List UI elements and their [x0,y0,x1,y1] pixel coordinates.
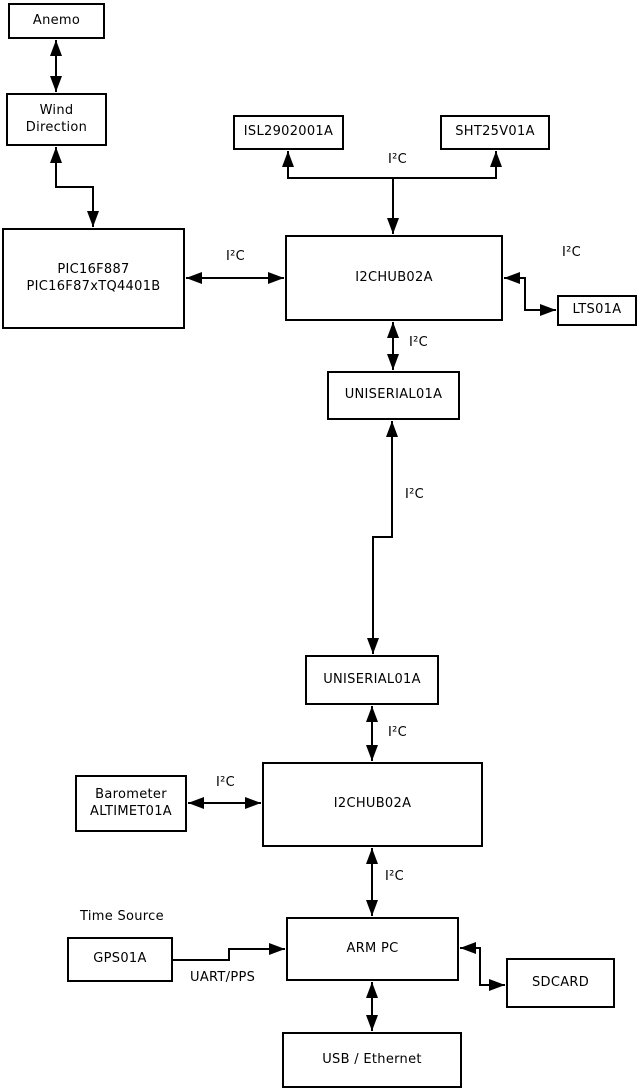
label-uart-pps: UART/PPS [190,970,256,985]
label-i2c-barometer: I²C [216,775,236,790]
box-anemo: Anemo [8,3,105,39]
label-i2c-hub1-uniserial: I²C [409,335,429,350]
box-sht25v01a: SHT25V01A [440,115,550,150]
box-isl2902001a: ISL2902001A [233,115,344,150]
box-pic-controller: PIC16F887 PIC16F87xTQ4401B [2,228,185,329]
box-sdcard: SDCARD [506,958,615,1008]
label-i2c-uniserial-hub2: I²C [388,725,408,740]
box-i2chub02a-1: I2CHUB02A [285,235,503,321]
connector-uniserial1-uniserial2 [367,421,398,654]
connector-hub1-lts01a [504,272,556,316]
label-time-source: Time Source [80,909,164,924]
box-arm-pc: ARM PC [286,917,459,981]
box-barometer: Barometer ALTIMET01A [75,775,187,832]
box-usb-ethernet: USB / Ethernet [282,1032,462,1088]
box-uniserial01a-1: UNISERIAL01A [327,371,460,420]
box-wind-direction: Wind Direction [6,93,107,146]
label-i2c-sensors: I²C [388,152,408,167]
box-gps01a: GPS01A [67,937,173,982]
connector-armpc-sdcard [460,942,505,991]
box-lts01a: LTS01A [557,295,637,326]
label-i2c-hub1-lts: I²C [562,245,582,260]
box-i2chub02a-2: I2CHUB02A [262,762,483,847]
connector-gps-armpc [173,943,285,961]
label-i2c-hub2-armpc: I²C [385,869,405,884]
box-uniserial01a-2: UNISERIAL01A [305,655,439,705]
label-i2c-pic-hub1: I²C [226,249,246,264]
connector-winddirection-pic [50,147,99,227]
label-i2c-long-link: I²C [405,487,425,502]
